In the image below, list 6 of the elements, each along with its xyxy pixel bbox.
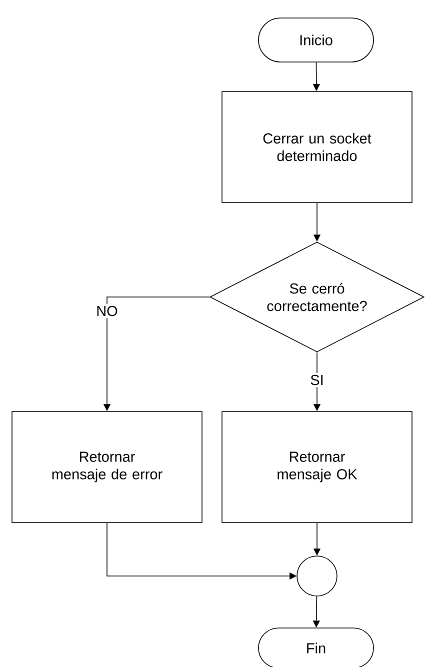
process-box: Retornar mensaje de error bbox=[12, 411, 202, 523]
process-box: Cerrar un socket determinado bbox=[222, 91, 412, 203]
process-box: Retornar mensaje OK bbox=[222, 411, 412, 523]
connector-circle bbox=[296, 556, 338, 596]
edge-label: NO bbox=[94, 304, 120, 318]
edge-label: SI bbox=[308, 372, 326, 388]
